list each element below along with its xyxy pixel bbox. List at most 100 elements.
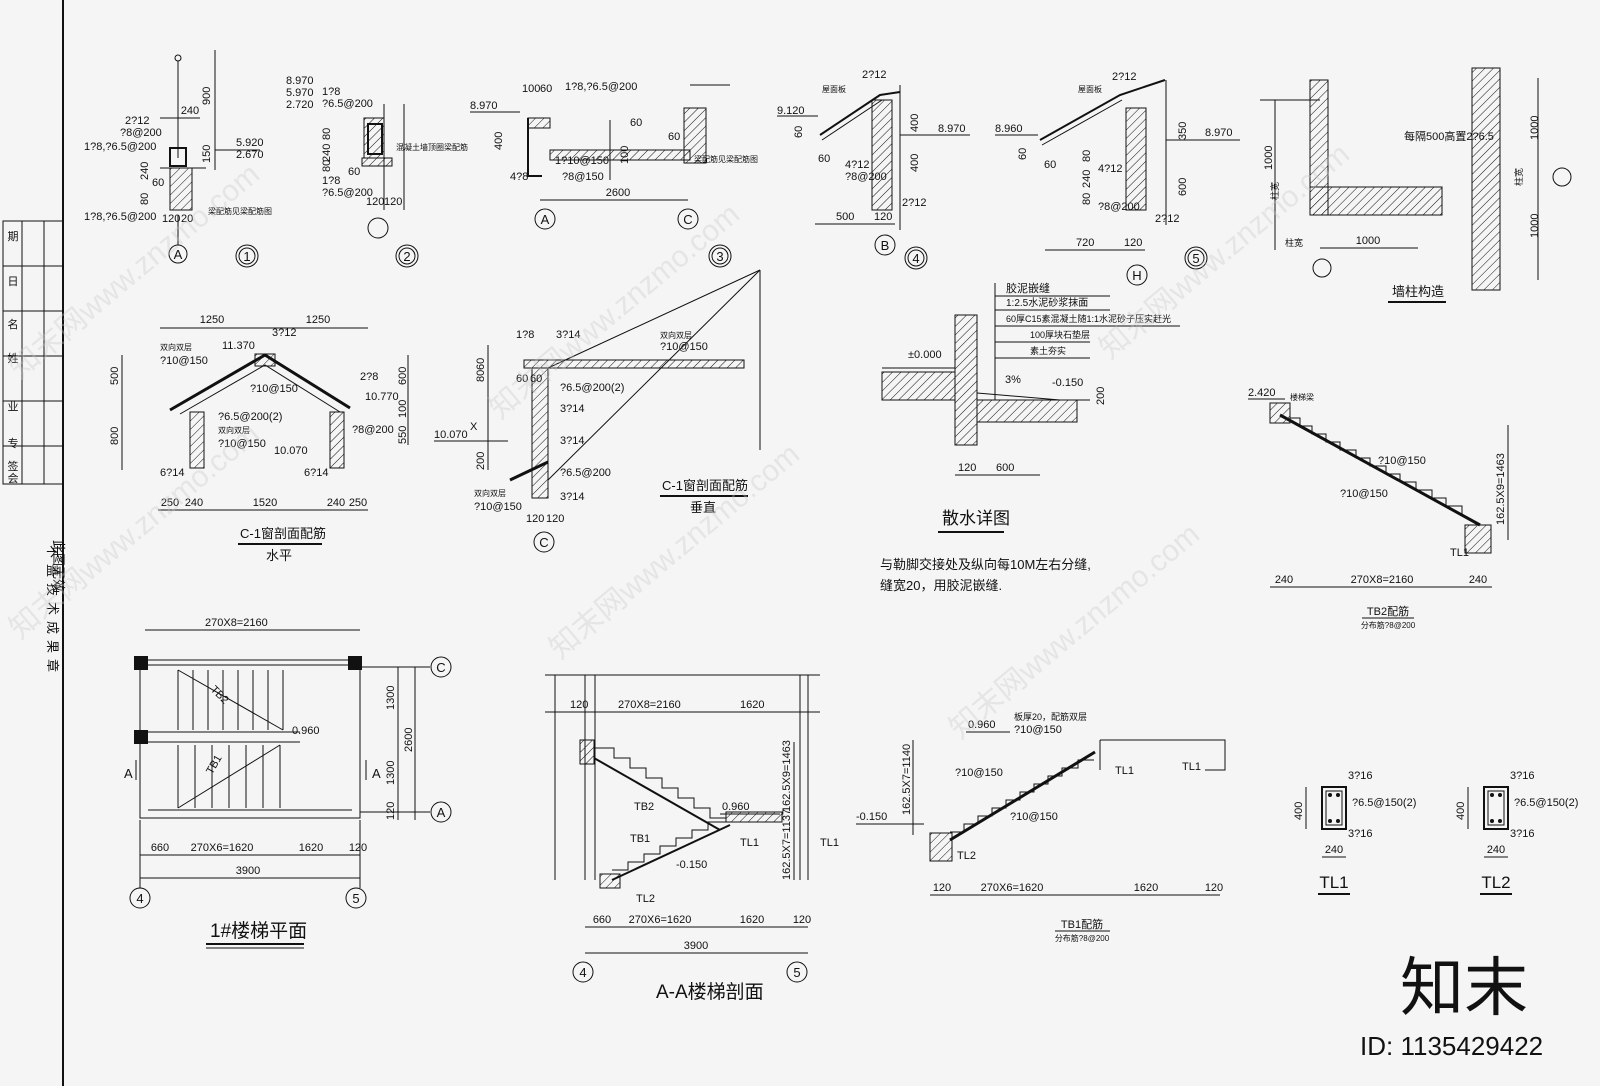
wall-dim-3: 1000 — [1529, 214, 1541, 238]
d1-note: 梁配筋见梁配筋图 — [208, 206, 272, 216]
tb2-beam: TL1 — [1450, 547, 1469, 559]
d1-dim-240b: 240 — [139, 162, 151, 180]
tl1-title: TL1 — [1319, 873, 1348, 892]
sec-dim-top-0: 120 — [570, 699, 588, 711]
plan-dim-right-0: 1300 — [385, 686, 397, 710]
c1v-rebar-4: ?6.5@200(2) — [560, 382, 624, 394]
sec-level-0: 0.960 — [722, 801, 750, 813]
plan-tag-tb1: TB1 — [204, 753, 224, 776]
tb1-dim-0: 120 — [933, 882, 951, 894]
plan-title: 1#楼梯平面 — [210, 920, 307, 942]
tl2-dim-240: 240 — [1487, 844, 1505, 856]
sec-axis-5: 5 — [793, 965, 800, 980]
d2-dim-80b: 80 — [321, 160, 333, 172]
c1v-rebar-8: 3?14 — [560, 491, 584, 503]
d2-note: 混凝土墙顶圈梁配筋 — [396, 142, 468, 152]
d2-rebar-2: 1?8 — [322, 175, 340, 187]
tb1-level-1: -0.150 — [856, 811, 887, 823]
sec-tag-tl1a: TL1 — [740, 837, 759, 849]
stamp-label-2: 名 — [8, 317, 19, 331]
c1h-level-1: 10.770 — [365, 391, 399, 403]
d5-level-0: 8.960 — [995, 123, 1023, 135]
d3-note: 梁配筋见梁配筋图 — [694, 154, 758, 164]
sec-dim-top-1: 270X8=2160 — [618, 699, 681, 711]
c1h-rebar-2: 双向双层 — [160, 342, 192, 352]
d4-rebar-2: ?8@200 — [845, 171, 887, 183]
c1v-dim-60b: 60 — [516, 373, 528, 385]
stamp-label-7: 会 — [8, 472, 19, 485]
d5-dim-80: 80 — [1081, 150, 1093, 162]
apron-layer-3: 100厚块石垫层 — [1030, 329, 1090, 340]
d3-dim-2600: 2600 — [606, 187, 630, 199]
tl2-title: TL2 — [1481, 873, 1510, 892]
d3-rebar-1: 1?10@150 — [555, 155, 609, 167]
d1-rebar-0: 2?12 — [125, 115, 149, 127]
d1-rebar-3: 1?8,?6.5@200 — [84, 211, 156, 223]
sec-dim-total: 3900 — [684, 940, 708, 952]
c1h-subtitle: 水平 — [266, 548, 292, 563]
d1-dim-150: 150 — [201, 145, 213, 163]
stair-section: 120 270X8=2160 1620 0.960 -0.150 TB2 TB1… — [545, 674, 839, 1003]
c1h-rebar-9: 6?14 — [160, 467, 184, 479]
c1h-rebar-8: ?8@200 — [352, 424, 394, 436]
c1v-rebar-1: 3?14 — [556, 329, 580, 341]
d3-rebar-0: 1?8,?6.5@200 — [565, 81, 637, 93]
wall-column-detail: 1000 1000 1000 1000 每隔500高置2?6.5 柱宽 柱宽 柱… — [1260, 67, 1572, 303]
d1-dim-60: 60 — [152, 177, 164, 189]
stamp-label-3: 姓 — [8, 351, 19, 365]
d5-rebar-0: 2?12 — [1112, 71, 1136, 83]
d5-rebar-1: 4?12 — [1098, 163, 1122, 175]
c1h-dim-bot-0: 250 — [161, 497, 179, 509]
sec-axis-4: 4 — [579, 965, 586, 980]
tb2-level: 2.420 — [1248, 387, 1276, 399]
c1v-title: C-1窗剖面配筋 — [662, 478, 748, 493]
plan-axis-c: C — [436, 660, 445, 675]
d1-dim-20: 20 — [181, 213, 193, 225]
sec-dim-bot-2: 1620 — [740, 914, 764, 926]
plan-column-0 — [134, 656, 148, 670]
brand-id: ID: 1135429422 — [1360, 1031, 1543, 1061]
c1h-dim-bot-3: 240 — [327, 497, 345, 509]
d3-rebar-2: ?8@150 — [562, 171, 604, 183]
c1h-dim-bot-2: 1520 — [253, 497, 277, 509]
d5-dim-80b: 80 — [1081, 193, 1093, 205]
tb1-dim-2: 1620 — [1134, 882, 1158, 894]
d3-dim-60b: 60 — [630, 117, 642, 129]
tb2-subtitle: 分布筋?8@200 — [1361, 620, 1416, 630]
d2-rebar-0: 1?8 — [322, 86, 340, 98]
c1h-level-2: 10.070 — [274, 445, 308, 457]
c1v-rebar-0: 1?8 — [516, 329, 534, 341]
c1v-dim-x: X — [470, 421, 478, 433]
tb2-rebar-0: ?10@150 — [1378, 455, 1426, 467]
c1v-rebar-7: ?6.5@200 — [560, 467, 611, 479]
stamp-note-left: 不盖技术成果章 — [45, 545, 60, 678]
d5-axis: H — [1132, 268, 1141, 283]
d4-dim-500: 500 — [836, 211, 854, 223]
detail-4: 2?12 屋面板 9.120 8.970 60 60 400 400 4?12 … — [777, 69, 970, 270]
sec-dim-top-2: 1620 — [740, 699, 764, 711]
c1h-dim-left-1: 800 — [109, 427, 121, 445]
c1v-subtitle: 垂直 — [690, 500, 716, 515]
sec-tag-tb2: TB2 — [634, 801, 654, 813]
d5-label: 5 — [1192, 251, 1199, 266]
tb1-beam-0: TL1 — [1115, 765, 1134, 777]
tl1-rebar-0: 3?16 — [1348, 770, 1372, 782]
d1-rebar-1: ?8@200 — [120, 127, 162, 139]
d4-dim-60b: 60 — [818, 153, 830, 165]
plan-dim-bot-3: 120 — [349, 842, 367, 854]
wall-tag-0: 柱宽 — [1285, 237, 1303, 248]
tb1-title: TB1配筋 — [1061, 917, 1103, 931]
plan-column-1 — [348, 656, 362, 670]
tb2-tag-top: 楼梯梁 — [1290, 392, 1314, 402]
plan-section-mark-right: A — [372, 766, 381, 781]
sec-dim-v-0: 162.5X9=1463 — [781, 740, 793, 812]
apron-note-line2: 缝宽20，用胶泥嵌缝. — [880, 578, 1002, 593]
plan-axis-a: A — [437, 805, 446, 820]
d3-dim-60c: 60 — [668, 131, 680, 143]
tl2-rebar-2: 3?16 — [1510, 828, 1534, 840]
tb1-rebar-2: ?10@150 — [1010, 811, 1058, 823]
tb1-note: 板厚20，配筋双层 — [1014, 711, 1087, 722]
tl1-rebar-1: ?6.5@150(2) — [1352, 797, 1416, 809]
